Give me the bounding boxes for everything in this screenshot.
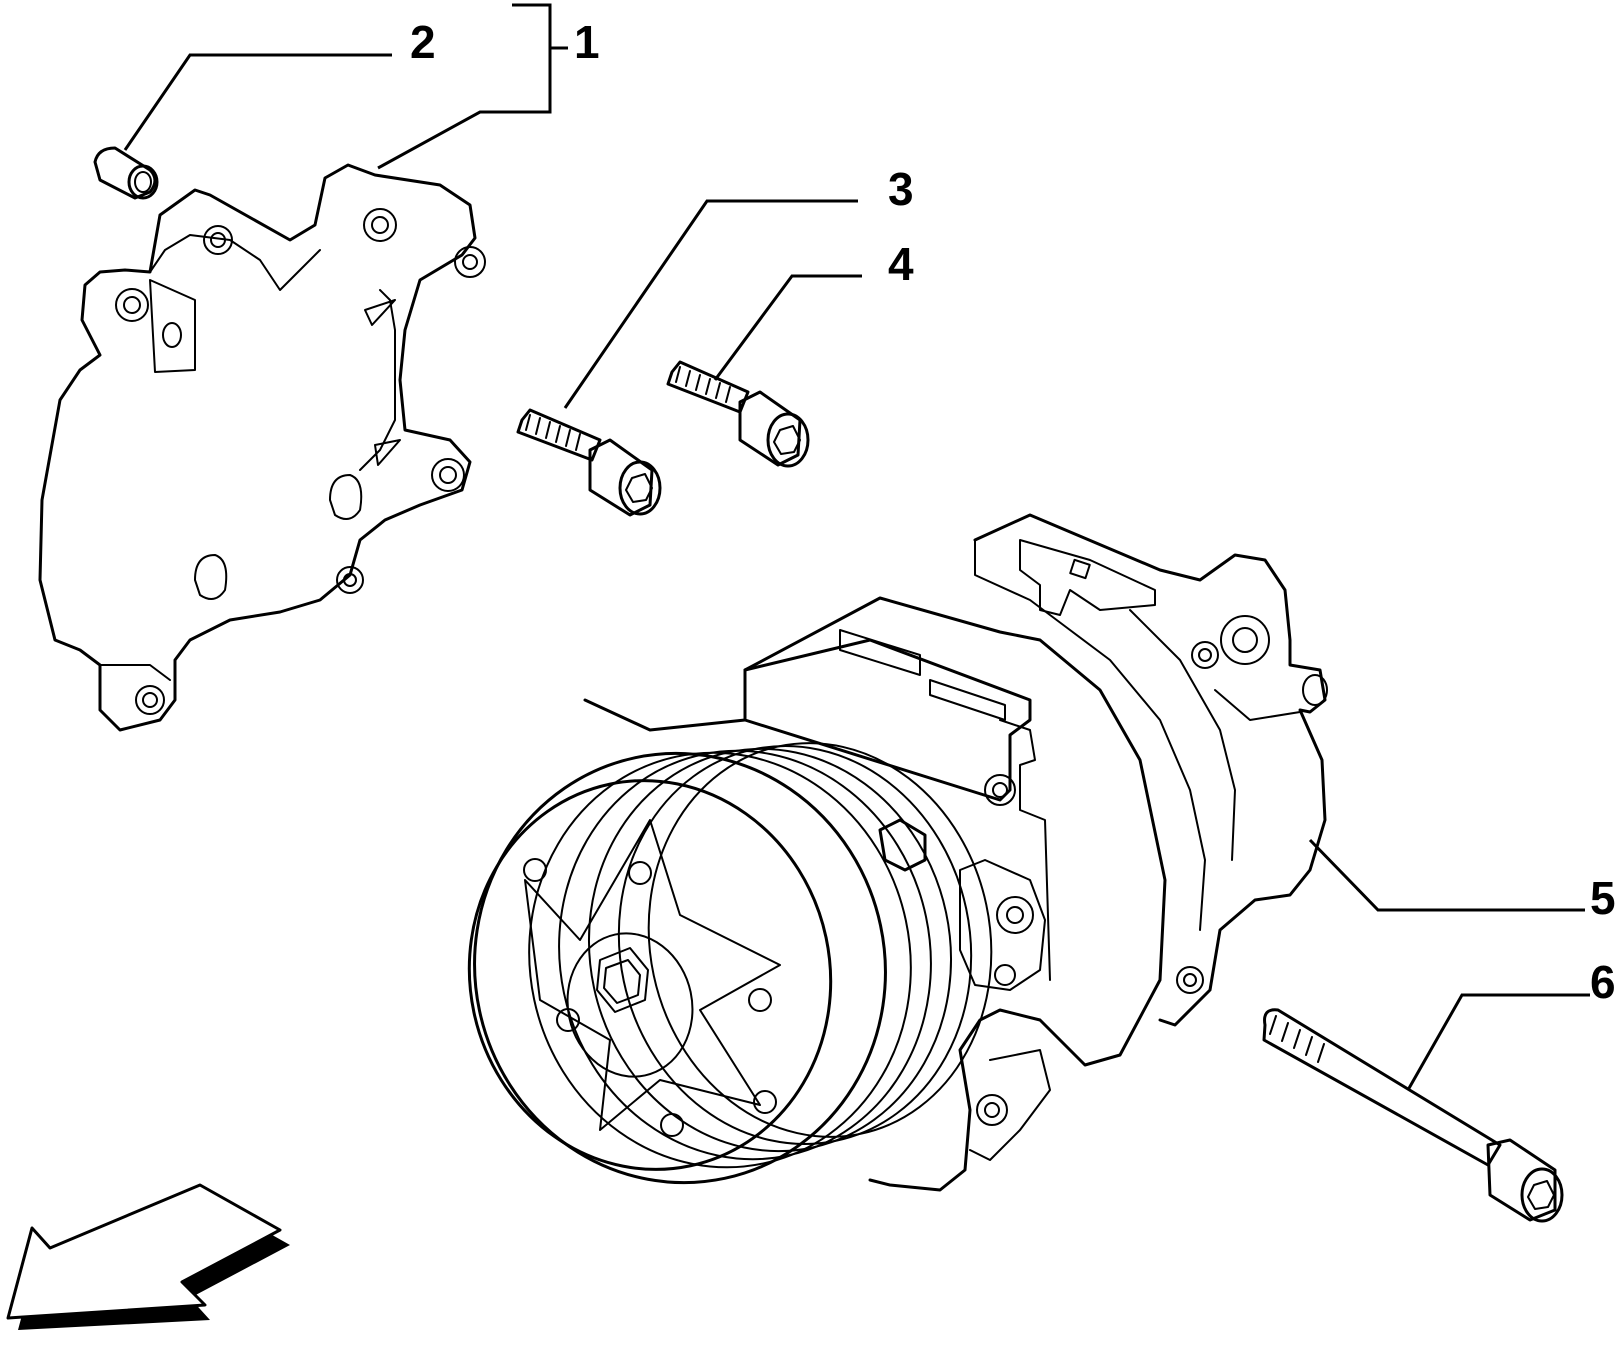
bolt-4[interactable] [666,360,810,468]
leader-5 [1308,838,1585,912]
mounting-bracket[interactable] [38,163,486,732]
callout-1: 1 [574,16,600,68]
callout-2: 2 [410,16,436,68]
callout-4: 4 [888,238,914,290]
long-bolt-6[interactable] [1262,1008,1564,1223]
callout-3: 3 [888,163,914,215]
direction-arrow-icon [6,1183,290,1330]
bushing-sleeve[interactable] [93,146,159,200]
bolt-3[interactable] [516,408,662,517]
leader-lines [123,3,1590,1091]
leader-2 [123,53,392,151]
callout-6: 6 [1590,956,1615,1008]
leader-4 [713,274,862,381]
leader-3 [563,199,858,409]
leader-6 [1406,993,1590,1091]
compressor-assembly[interactable] [433,513,1328,1221]
callout-5: 5 [1590,872,1615,924]
leader-1 [377,3,568,170]
